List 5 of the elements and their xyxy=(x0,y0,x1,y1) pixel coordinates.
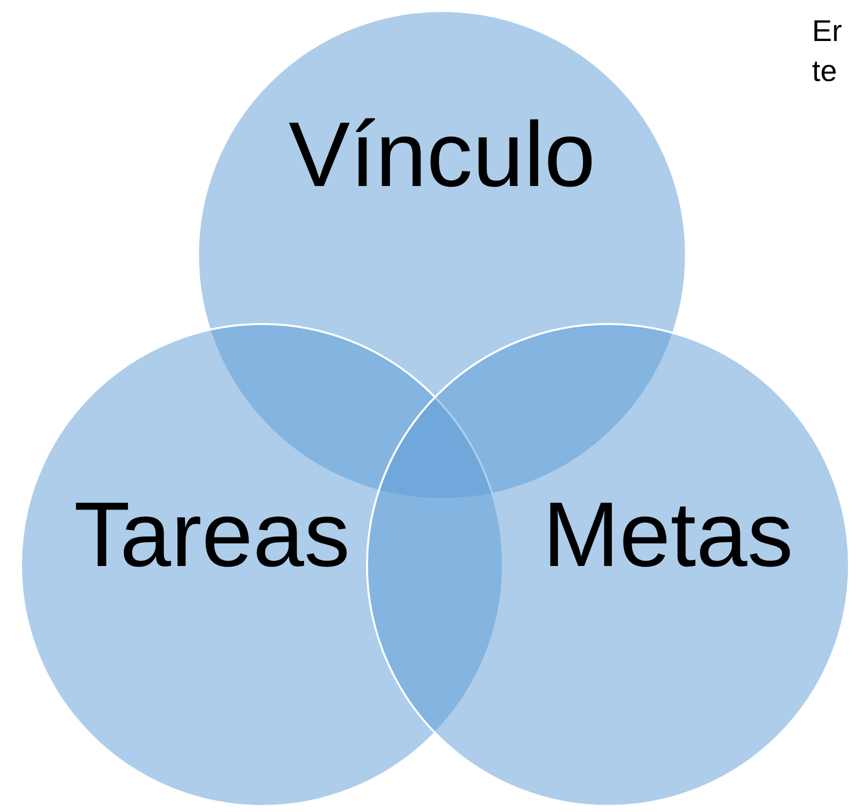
note-text: Er te xyxy=(812,14,843,90)
venn-circle xyxy=(366,323,850,807)
circle-label: Metas xyxy=(542,489,794,581)
circle-label: Tareas xyxy=(72,489,352,581)
circle-label: Vínculo xyxy=(288,109,596,201)
